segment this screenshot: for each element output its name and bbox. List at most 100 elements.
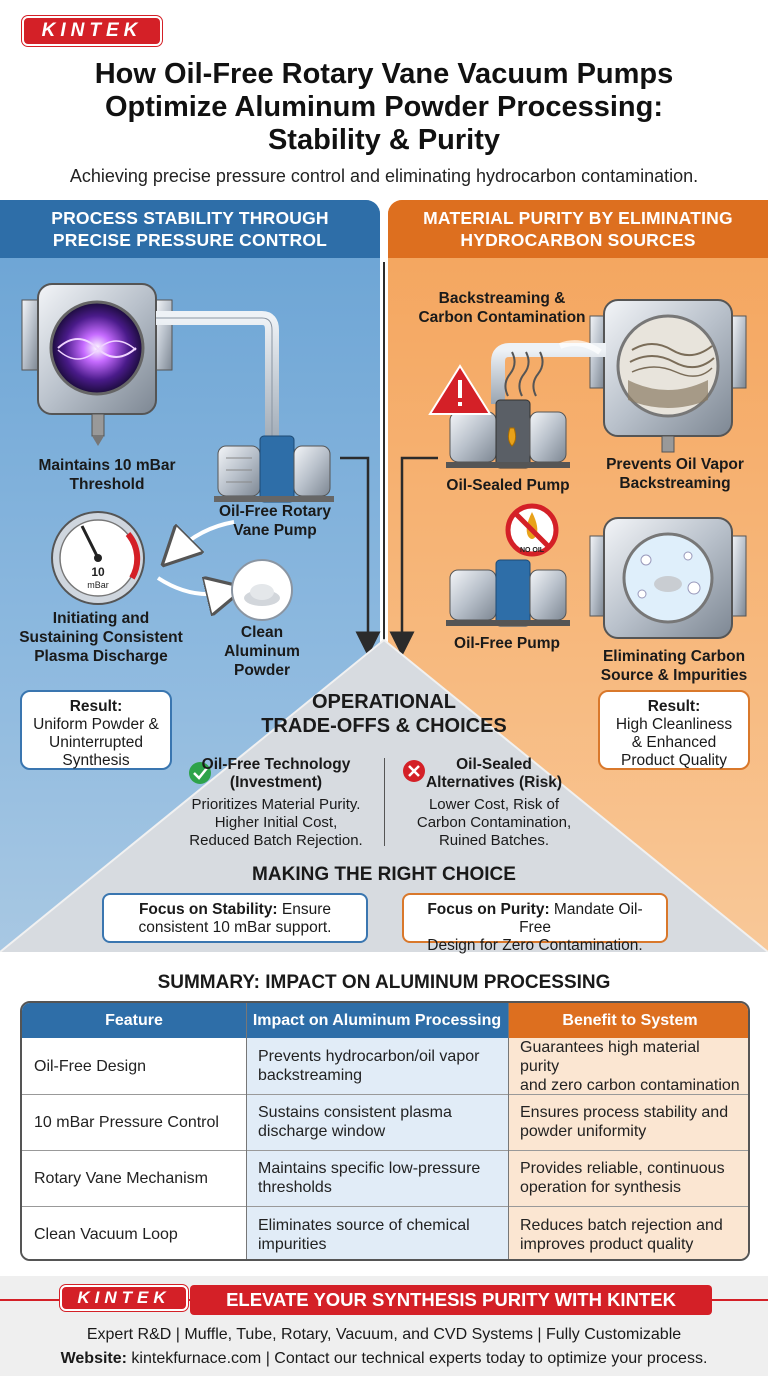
stability-panel-header: PROCESS STABILITY THROUGH PRECISE PRESSU… xyxy=(0,200,380,258)
plasma-label-line-1: Initiating and xyxy=(52,610,150,627)
pressure-gauge-icon xyxy=(51,511,145,605)
table-cell-text: improves product quality xyxy=(520,1235,694,1253)
threshold-label-line-2: Threshold xyxy=(69,476,145,493)
gauge-unit: mBar xyxy=(87,580,109,590)
table-header-impact: Impact on Aluminum Processing xyxy=(246,1003,508,1038)
stability-result-line-2: Uninterrupted xyxy=(49,734,143,751)
table-cell-text: impurities xyxy=(258,1235,327,1253)
stability-result-title: Result: xyxy=(69,698,123,715)
right-choice-title: MAKING THE RIGHT CHOICE xyxy=(252,864,516,885)
no-oil-icon xyxy=(505,503,559,557)
stability-result-line-3: Synthesis xyxy=(62,752,130,769)
table-cell-text: Provides reliable, continuous xyxy=(520,1160,725,1177)
prevents-label-line-2: Backstreaming xyxy=(619,475,731,492)
summary-title: SUMMARY: IMPACT ON ALUMINUM PROCESSING xyxy=(157,972,611,993)
tradeoffs-title-line-2: TRADE-OFFS & CHOICES xyxy=(261,715,507,737)
pump-label-line-1: Oil-Free Rotary xyxy=(219,503,331,520)
table-cell-text: discharge window xyxy=(258,1123,386,1140)
footer-kintek-logo: KINTEK xyxy=(60,1285,188,1311)
tradeoffs-title-line-1: OPERATIONAL xyxy=(311,691,457,713)
title-line-2: Optimize Aluminum Powder Processing: xyxy=(104,91,664,123)
plasma-chamber-icon xyxy=(21,283,173,446)
clean-chamber-icon xyxy=(589,517,747,639)
oil-sealed-label: Oil-Sealed Pump xyxy=(446,477,570,494)
purity-result-line-3: Product Quality xyxy=(621,752,727,769)
threshold-label-line-1: Maintains 10 mBar xyxy=(38,457,176,474)
purity-result-box: Result: High Cleanliness & Enhanced Prod… xyxy=(598,690,750,770)
table-cell-benefit: Ensures process stability and powder unif… xyxy=(508,1094,748,1150)
oil-sealed-choice-title: Oil-Sealed Alternatives (Risk) xyxy=(396,756,592,792)
pump-label-line-2: Vane Pump xyxy=(233,522,317,539)
footer-services: Expert R&D | Muffle, Tube, Rotary, Vacuu… xyxy=(86,1326,682,1343)
prevents-label: Prevents Oil Vapor Backstreaming xyxy=(590,455,760,493)
oil-sealed-choice-title-line-1: Oil-Sealed xyxy=(456,756,532,773)
oil-sealed-choice-line-1: Lower Cost, Risk of xyxy=(428,796,560,813)
oil-free-choice-title: Oil-Free Technology (Investment) xyxy=(178,756,374,792)
pump-label: Oil-Free Rotary Vane Pump xyxy=(200,502,350,540)
table-row: Rotary Vane Mechanism xyxy=(34,1169,208,1187)
panel-divider xyxy=(383,262,385,682)
oil-free-rotary-pump-icon xyxy=(214,435,334,503)
summary-table: Feature Impact on Aluminum Processing Be… xyxy=(20,1001,750,1261)
table-cell-text: powder uniformity xyxy=(520,1123,647,1140)
table-row: Oil-Free Design xyxy=(34,1057,147,1075)
eliminating-label: Eliminating Carbon Source & Impurities xyxy=(588,647,760,685)
oil-free-choice-line-1: Prioritizes Material Purity. xyxy=(191,796,361,813)
table-row: Clean Vacuum Loop xyxy=(34,1226,178,1243)
contaminated-chamber-icon xyxy=(589,299,747,453)
powder-label-line-3: Powder xyxy=(234,662,290,679)
oil-free-choice: Oil-Free Technology (Investment) Priorit… xyxy=(178,756,374,850)
focus-purity-bold: Focus on Purity: xyxy=(427,901,550,918)
backstreaming-label-line-1: Backstreaming & xyxy=(438,290,566,307)
purity-header-line-2: HYDROCARBON SOURCES xyxy=(460,230,696,250)
kintek-logo: KINTEK xyxy=(22,16,162,46)
oil-free-choice-line-2: Higher Initial Cost, xyxy=(214,814,338,831)
table-cell-text: Sustains consistent plasma xyxy=(258,1104,452,1121)
table-cell-text: Maintains specific low-pressure xyxy=(258,1160,481,1177)
oil-free-pump-label: Oil-Free Pump xyxy=(454,635,560,652)
footer-cta-banner[interactable]: ELEVATE YOUR SYNTHESIS PURITY WITH KINTE… xyxy=(190,1285,712,1315)
plasma-label: Initiating and Sustaining Consistent Pla… xyxy=(4,609,198,666)
page-subtitle: Achieving precise pressure control and e… xyxy=(69,166,699,186)
backstreaming-label: Backstreaming & Carbon Contamination xyxy=(404,289,600,327)
oil-sealed-choice-title-line-2: Alternatives (Risk) xyxy=(425,774,563,791)
table-cell-text: Reduces batch rejection and xyxy=(520,1216,723,1234)
gauge-value: 10 xyxy=(91,565,105,579)
table-cell-text: and zero carbon contamination xyxy=(520,1076,740,1094)
oil-free-choice-title-line-1: Oil-Free Technology xyxy=(201,756,351,773)
oil-sealed-pump-icon xyxy=(446,351,570,469)
focus-purity-line-2: Design for Zero Contamination. xyxy=(427,937,643,954)
footer-website-link[interactable]: kintekfurnace.com | Contact our technica… xyxy=(126,1350,708,1367)
table-row: 10 mBar Pressure Control xyxy=(34,1113,219,1131)
stability-result-line-1: Uniform Powder & xyxy=(33,716,159,733)
table-cell-text: Eliminates source of chemical xyxy=(258,1216,470,1234)
backstreaming-label-line-2: Carbon Contamination xyxy=(418,309,586,326)
focus-stability-rest: Ensure xyxy=(277,901,332,918)
table-cell-text: Ensures process stability and xyxy=(520,1104,729,1121)
eliminating-label-line-1: Eliminating Carbon xyxy=(602,648,746,665)
oil-free-pump-icon xyxy=(446,559,570,627)
page-title: How Oil-Free Rotary Vane Vacuum Pumps Op… xyxy=(20,58,748,157)
table-cell-impact: Sustains consistent plasma discharge wind… xyxy=(246,1094,508,1150)
threshold-label: Maintains 10 mBar Threshold xyxy=(22,456,192,494)
title-line-3: Stability & Purity xyxy=(267,124,501,156)
table-header-benefit: Benefit to System xyxy=(508,1003,748,1038)
check-icon xyxy=(189,762,211,784)
warning-icon xyxy=(428,364,492,415)
oil-sealed-choice-line-3: Ruined Batches. xyxy=(438,832,550,849)
table-cell-text: Prevents hydrocarbon/oil vapor xyxy=(258,1048,480,1065)
aluminum-powder-icon xyxy=(231,559,293,621)
table-header-feature: Feature xyxy=(22,1003,246,1038)
focus-purity-rest: Mandate Oil-Free xyxy=(519,901,643,936)
eliminating-label-line-2: Source & Impurities xyxy=(600,667,748,684)
no-oil-text: NO OIL xyxy=(520,547,545,554)
x-mark-icon xyxy=(403,760,425,782)
choice-separator xyxy=(384,758,385,846)
plasma-label-line-2: Sustaining Consistent xyxy=(19,629,183,646)
